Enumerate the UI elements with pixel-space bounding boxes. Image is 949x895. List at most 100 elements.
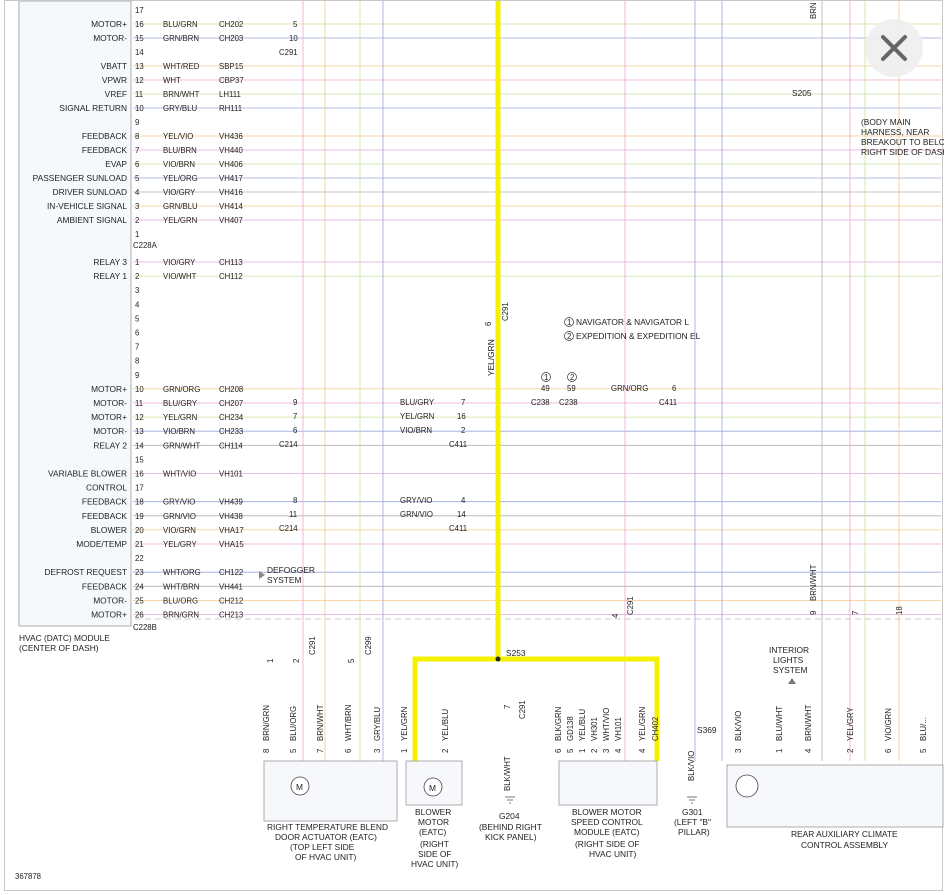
- row-pin: 15: [135, 34, 144, 43]
- bottom-wire-color: BRN/WHT: [804, 704, 813, 741]
- blower-caption-1: BLOWER: [415, 807, 451, 817]
- bottom-wire-pin: 3: [373, 749, 382, 753]
- row-wire-color: YEL/GRY: [163, 540, 197, 549]
- bottom-wire-color: VIO/GRN: [884, 708, 893, 741]
- row-pin: 12: [135, 76, 144, 85]
- mid-wire-11: BLU/GRY: [400, 398, 435, 407]
- rear-aux-caption-1: REAR AUXILIARY CLIMATE: [791, 829, 898, 839]
- row-circuit: CH234: [219, 413, 244, 422]
- act-conn-pin-5: 5: [347, 658, 356, 663]
- blower-caption-4: (RIGHT: [420, 839, 449, 849]
- row-pin: 11: [135, 90, 143, 99]
- c411-pin-7: 7: [461, 398, 465, 407]
- close-button[interactable]: [865, 19, 923, 77]
- row-pin: 14: [135, 48, 144, 57]
- row-pin: 7: [135, 343, 139, 352]
- row-wire-color: GRN/BLU: [163, 202, 198, 211]
- act-conn-c291: C291: [308, 636, 317, 655]
- actuator-caption-3: (TOP LEFT SIDE: [290, 842, 355, 852]
- row-wire-color: VIO/GRY: [163, 258, 196, 267]
- row-circuit: CH208: [219, 385, 243, 394]
- c214-pin-12: 7: [293, 412, 297, 421]
- c214-pin-13: 6: [293, 426, 297, 435]
- defogger-line1: DEFOGGER: [267, 565, 315, 575]
- row-pin: 24: [135, 582, 144, 591]
- bottom-wire-labels: 8BRN/GRN5BLU/ORG7BRN/WHT6WHT/BRN3GRY/BLU…: [262, 704, 928, 753]
- module-subtitle: (CENTER OF DASH): [19, 643, 99, 653]
- c291-pin-15: 10: [289, 34, 298, 43]
- row-pin: 19: [135, 512, 144, 521]
- row-label: RELAY 1: [93, 271, 127, 281]
- bottom-wire-color: BRN/GRN: [262, 705, 271, 741]
- row-label: DEFROST REQUEST: [44, 567, 127, 577]
- actuator-motor-symbol: M: [296, 782, 303, 792]
- bottom-wire-color: VH101: [614, 717, 623, 741]
- row-pin: 2: [135, 216, 139, 225]
- g301-caption-2: (LEFT "B": [674, 817, 711, 827]
- row-pin: 15: [135, 455, 144, 464]
- mid-wire-12: YEL/GRN: [400, 412, 434, 421]
- bottom-wire-color: YEL/GRN: [638, 707, 647, 741]
- row-circuit: CH113: [219, 258, 243, 267]
- static-labels: HVAC (DATC) MODULE (CENTER OF DASH) C228…: [15, 3, 944, 881]
- row-wire-color: WHT/BRN: [163, 582, 199, 591]
- row-pin: 3: [135, 286, 139, 295]
- splice-s369: S369: [697, 725, 717, 735]
- row-label: RELAY 2: [93, 440, 127, 450]
- row-label: PASSENGER SUNLOAD: [33, 173, 127, 183]
- c411-pin-6: 6: [672, 384, 676, 393]
- c411-label-b: C411: [449, 524, 467, 533]
- legend-marker-2: 2: [567, 332, 571, 341]
- bottom-wire-pin: 7: [316, 749, 325, 753]
- row-label: BLOWER: [91, 525, 127, 535]
- row-circuit: CBP37: [219, 76, 244, 85]
- interior-lights-3: SYSTEM: [773, 665, 807, 675]
- row-circuit: VH439: [219, 498, 243, 507]
- legend-item-2: EXPEDITION & EXPEDITION EL: [576, 331, 701, 341]
- row-circuit: CH212: [219, 596, 243, 605]
- row-label: FEEDBACK: [82, 145, 128, 155]
- row-wire-color: VIO/BRN: [163, 427, 195, 436]
- bottom-wire-pin: 4: [614, 748, 623, 753]
- row-circuit: VH414: [219, 202, 244, 211]
- act-conn-pin-2: 2: [292, 659, 301, 663]
- row-wire-color: VIO/GRY: [163, 188, 196, 197]
- right-wire-brnwht: BRN/WHT: [809, 564, 818, 601]
- right-pin-7: 7: [851, 611, 860, 615]
- mid-wire-19: GRN/VIO: [400, 510, 433, 519]
- close-icon: [881, 35, 907, 61]
- row-circuit: VH416: [219, 188, 243, 197]
- bottom-wire-pin: 8: [262, 749, 271, 753]
- bottom-wire-pin: 1: [775, 749, 784, 753]
- c238-wire: GRN/ORG: [611, 384, 648, 393]
- row-wire-color: VIO/GRN: [163, 526, 196, 535]
- row-pin: 25: [135, 596, 144, 605]
- bottom-wire-color: BLK/GRN: [554, 707, 563, 741]
- c411-pin-2: 2: [461, 426, 465, 435]
- row-label: AMBIENT SIGNAL: [57, 215, 127, 225]
- interior-lights-2: LIGHTS: [773, 655, 804, 665]
- bottom-wire-color: BLK/VIO: [734, 711, 743, 741]
- row-wire-color: WHT/RED: [163, 62, 200, 71]
- row-pin: 5: [135, 174, 140, 183]
- bottom-wire-pin: 3: [734, 749, 743, 753]
- c238-marker-2: 2: [570, 373, 574, 382]
- row-label: MOTOR-: [93, 426, 127, 436]
- row-wire-color: GRY/BLU: [163, 104, 197, 113]
- actuator-caption-2: DOOR ACTUATOR (EATC): [275, 832, 377, 842]
- bottom-wire-color: BRN/WHT: [316, 704, 325, 741]
- row-circuit: VHA15: [219, 540, 244, 549]
- row-wire-color: YEL/GRN: [163, 216, 197, 225]
- row-pin: 10: [135, 385, 144, 394]
- row-label: FEEDBACK: [82, 131, 128, 141]
- row-label: DRIVER SUNLOAD: [53, 187, 127, 197]
- s205-note-4: RIGHT SIDE OF DASH): [861, 147, 944, 157]
- row-circuit: CH202: [219, 20, 243, 29]
- row-pin: 4: [135, 300, 140, 309]
- module-title: HVAC (DATC) MODULE: [19, 633, 110, 643]
- c291-label-top: C291: [279, 48, 298, 57]
- speed-caption-4: (RIGHT SIDE OF: [575, 839, 640, 849]
- highlight-wire-branch: [412, 656, 660, 761]
